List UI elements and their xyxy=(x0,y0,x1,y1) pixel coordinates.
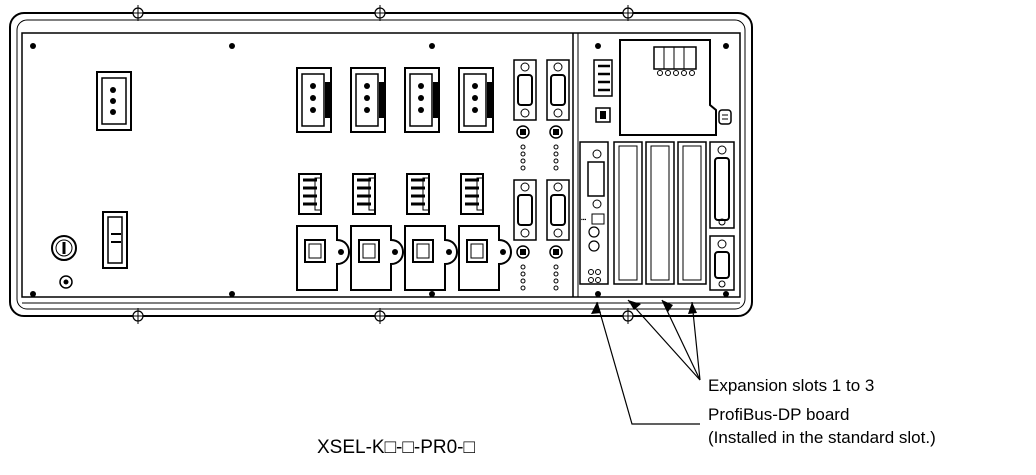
model-name-caption: XSEL-K□-□-PR0-□ xyxy=(317,437,475,458)
power-connector xyxy=(96,71,132,131)
profibus-board-label: ProfiBus-DP board xyxy=(708,405,850,424)
svg-text:▪▪▪: ▪▪▪ xyxy=(581,217,587,223)
memory-card-slot xyxy=(619,39,717,136)
expansion-slots xyxy=(613,141,707,285)
arrowheads xyxy=(591,300,697,314)
installed-standard-slot-note: (Installed in the standard slot.) xyxy=(708,428,936,447)
power-switch xyxy=(51,235,77,289)
system-io-connector xyxy=(593,59,732,125)
brake-connector xyxy=(102,211,128,269)
callout-lines xyxy=(596,299,701,425)
profibus-dp-board: ▪▪▪ xyxy=(579,141,609,285)
expansion-slots-label: Expansion slots 1 to 3 xyxy=(708,376,875,395)
main-panel xyxy=(30,43,570,297)
io-dsub-connectors xyxy=(709,141,735,291)
slot-panel: ▪▪▪ xyxy=(572,33,735,297)
